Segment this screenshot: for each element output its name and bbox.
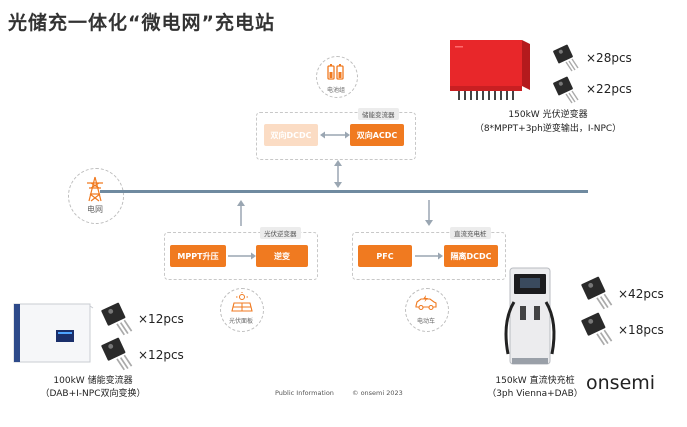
- storage-bus-arrow: [334, 160, 342, 188]
- grid-icon-circle: [68, 168, 124, 224]
- battery-label: 电池组: [326, 87, 345, 94]
- pv-up-arrow: [237, 200, 245, 226]
- power-tower-icon: [87, 176, 103, 202]
- transistor-package-icon: [101, 302, 133, 336]
- transistor-package-icon: [101, 337, 133, 371]
- ev-label: 电动车: [416, 318, 435, 325]
- pv-inverter-tag: 光伏逆变器: [260, 227, 301, 239]
- mppt-boost-box: MPPT升压: [170, 245, 226, 267]
- storage-pcs-qty-1: ×12pcs: [138, 312, 184, 326]
- battery-icon-circle: [316, 56, 358, 98]
- copyright-label: © onsemi 2023: [352, 389, 403, 397]
- solar-panel-icon: [231, 292, 253, 312]
- page-title: 光储充一体化“微电网”充电站: [8, 12, 275, 34]
- pv-inverter-caption-1: 150kW 光伏逆变器: [508, 110, 588, 120]
- isolated-dcdc-box: 隔离DCDC: [444, 245, 498, 267]
- pv-inverter-qty-1: ×28pcs: [586, 51, 632, 65]
- grid-label: 电网: [87, 205, 103, 214]
- pv-inverter-qty-2: ×22pcs: [586, 82, 632, 96]
- pv-label: 光伏面板: [228, 318, 253, 325]
- storage-pcs-qty-2: ×12pcs: [138, 348, 184, 362]
- charger-qty-2: ×18pcs: [618, 323, 664, 337]
- inverter-box: 逆变: [256, 245, 308, 267]
- pv-inverter-caption-2: （8*MPPT+3ph逆变输出，I-NPC）: [474, 124, 622, 134]
- pv-inverter-group: [164, 232, 318, 280]
- dc-bus-line: [100, 190, 588, 193]
- charger-qty-1: ×42pcs: [618, 287, 664, 301]
- pv-inverter-product-image: [450, 40, 530, 100]
- ev-icon-circle: [405, 288, 449, 332]
- battery-icon: [327, 64, 344, 80]
- pfc-box: PFC: [358, 245, 412, 267]
- transistor-package-icon: [581, 312, 613, 346]
- charger-caption-2: （3ph Vienna+DAB）: [487, 389, 583, 399]
- dc-charger-group: [352, 232, 506, 280]
- electric-car-icon: [415, 295, 437, 311]
- pv-icon-circle: [220, 288, 264, 332]
- public-information-label: Public Information: [275, 389, 334, 397]
- onsemi-logo: onsemi: [586, 372, 656, 394]
- charger-caption-1: 150kW 直流快充桩: [495, 376, 575, 386]
- storage-pcs-product-image: [13, 303, 94, 363]
- transistor-package-icon: [581, 276, 613, 310]
- storage-converter-group: [256, 112, 416, 160]
- bidirectional-dcdc-box: 双向DCDC: [264, 124, 318, 146]
- bidirectional-acdc-box: 双向ACDC: [350, 124, 404, 146]
- charger-down-arrow: [425, 200, 433, 226]
- storage-converter-tag: 储能变流器: [358, 108, 399, 120]
- mppt-inverter-arrow: [228, 252, 256, 260]
- storage-pcs-caption-2: （DAB+I-NPC双向变换）: [40, 389, 146, 399]
- dcdc-acdc-arrow: [320, 131, 350, 139]
- storage-pcs-caption-1: 100kW 储能变流器: [53, 376, 133, 386]
- transistor-package-icon: [553, 44, 579, 72]
- pfc-dcdc-arrow: [415, 252, 443, 260]
- charger-product-image: [504, 267, 556, 365]
- transistor-package-icon: [553, 76, 579, 104]
- dc-charger-tag: 直流充电桩: [450, 227, 491, 239]
